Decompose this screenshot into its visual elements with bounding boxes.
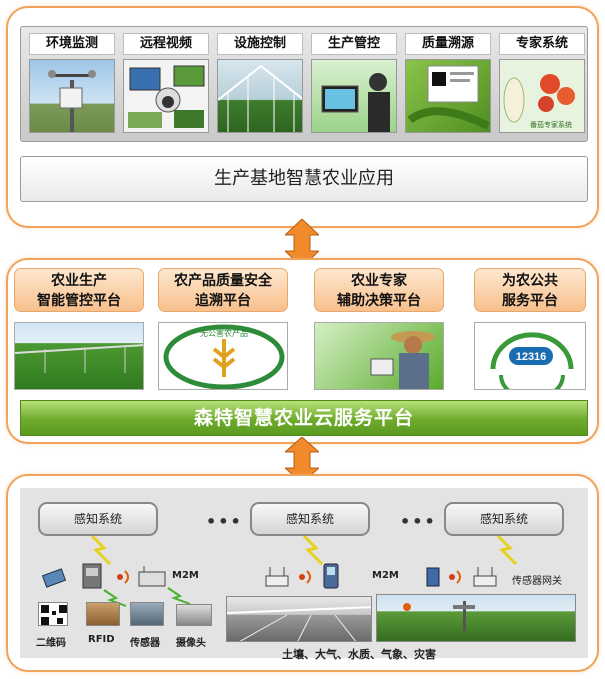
sensor-gateway-icon xyxy=(473,567,497,587)
module-remote-video[interactable]: 远程视频 xyxy=(123,33,209,133)
rfid-tag-icon xyxy=(86,602,120,626)
platform-public-service[interactable]: 为农公共 服务平台 12316 xyxy=(474,268,586,390)
tablet-user-icon xyxy=(321,73,390,132)
signal-wave-icon xyxy=(449,570,461,584)
sprinkler-icon xyxy=(15,344,143,373)
pollution-free-logo: 无公害农产品 xyxy=(163,324,285,389)
platform-production-control[interactable]: 农业生产 智能管控平台 xyxy=(14,268,144,390)
weather-station-icon xyxy=(48,70,96,132)
camera-device-icon xyxy=(176,604,212,626)
platform-label: 农产品质量安全 追溯平台 xyxy=(158,268,288,312)
remote-video-image xyxy=(123,59,209,133)
module-label: 专家系统 xyxy=(499,33,585,55)
m2m-terminal-icon xyxy=(138,566,166,587)
farmer-tablet-image xyxy=(314,322,444,390)
double-arrow-icon xyxy=(285,437,319,483)
camera-laptop-icon xyxy=(128,65,205,128)
traceability-image xyxy=(405,59,491,133)
signal-wave-icon xyxy=(117,570,129,584)
wireless-link-icon xyxy=(167,587,191,605)
hotline-number: 12316 xyxy=(516,351,547,363)
platform-expert-decision[interactable]: 农业专家 辅助决策平台 xyxy=(314,268,444,390)
gateway-label: 传感器网关 xyxy=(512,576,562,587)
m2m-label: M2M xyxy=(372,570,399,581)
wireless-link-icon xyxy=(90,536,112,566)
wireless-link-icon xyxy=(302,536,324,566)
sense-system-box[interactable]: 感知系统 xyxy=(444,502,564,536)
device-label-qr: 二维码 xyxy=(36,638,66,649)
module-expert-system[interactable]: 专家系统 番茄专家系统 xyxy=(499,33,585,133)
platform-label: 农业生产 智能管控平台 xyxy=(14,268,144,312)
module-label: 设施控制 xyxy=(217,33,303,55)
wireless-link-icon xyxy=(496,536,518,566)
perception-area: 感知系统 ••• 感知系统 ••• 感知系统 M2M xyxy=(20,488,588,661)
application-layer-panel: 环境监测 远程视频 xyxy=(6,6,599,228)
m2m-label: M2M xyxy=(172,570,199,581)
module-label: 环境监测 xyxy=(29,33,115,55)
module-production-control[interactable]: 生产管控 xyxy=(311,33,397,133)
greenhouse-frame-icon xyxy=(218,64,302,132)
monitor-targets: 土壤、大气、水质、气象、灾害 xyxy=(282,648,436,661)
platform-label: 为农公共 服务平台 xyxy=(474,268,586,312)
field-sensor-photo xyxy=(376,594,576,642)
irrigation-field-image xyxy=(14,322,144,390)
sense-system-box[interactable]: 感知系统 xyxy=(38,502,158,536)
device-label-rfid: RFID xyxy=(88,634,115,645)
module-label: 生产管控 xyxy=(311,33,397,55)
hotline-logo-image: 12316 xyxy=(474,322,586,390)
device-label-camera: 摄像头 xyxy=(176,638,206,649)
device-label-sensor: 传感器 xyxy=(130,638,160,649)
pollution-free-logo-image: 无公害农产品 xyxy=(158,322,288,390)
greenhouse-image xyxy=(217,59,303,133)
module-environment-monitoring[interactable]: 环境监测 xyxy=(29,33,115,133)
tomato-icon xyxy=(503,74,575,123)
rfid-reader-icon xyxy=(82,563,102,589)
sensor-device-icon xyxy=(130,602,164,626)
farmer-icon xyxy=(370,331,435,389)
ellipsis: ••• xyxy=(400,512,437,531)
hotline-logo: 12316 xyxy=(490,332,574,389)
sense-system-box[interactable]: 感知系统 xyxy=(250,502,370,536)
wireless-module-icon xyxy=(426,567,440,587)
weather-station-image xyxy=(29,59,115,133)
platform-label: 农业专家 辅助决策平台 xyxy=(314,268,444,312)
application-bar: 生产基地智慧农业应用 xyxy=(20,156,588,202)
module-label: 远程视频 xyxy=(123,33,209,55)
expert-system-image: 番茄专家系统 xyxy=(499,59,585,133)
qr-label-icon xyxy=(407,65,490,130)
expert-image-caption: 番茄专家系统 xyxy=(530,121,572,129)
module-facility-control[interactable]: 设施控制 xyxy=(217,33,303,133)
qr-code-icon xyxy=(38,602,68,626)
handheld-terminal-icon xyxy=(323,563,339,589)
module-quality-traceability[interactable]: 质量溯源 xyxy=(405,33,491,133)
perception-layer-panel: 感知系统 ••• 感知系统 ••• 感知系统 M2M xyxy=(6,474,599,672)
module-strip: 环境监测 远程视频 xyxy=(20,26,588,142)
router-icon xyxy=(265,567,289,587)
platform-quality-traceability[interactable]: 农产品质量安全 追溯平台 无公害农产品 xyxy=(158,268,288,390)
module-label: 质量溯源 xyxy=(405,33,491,55)
production-control-image xyxy=(311,59,397,133)
reader-device-icon xyxy=(42,568,67,588)
greenhouse-interior-photo xyxy=(226,596,372,642)
cloud-platform-panel: 农业生产 智能管控平台 农产品质量安全 追溯平台 无公害农产品 农业专家 辅助决… xyxy=(6,258,599,444)
logo-text: 无公害农产品 xyxy=(200,328,248,338)
ellipsis: ••• xyxy=(206,512,243,531)
cloud-platform-bar: 森特智慧农业云服务平台 xyxy=(20,400,588,436)
signal-wave-icon xyxy=(299,570,311,584)
double-arrow-icon xyxy=(285,219,319,267)
